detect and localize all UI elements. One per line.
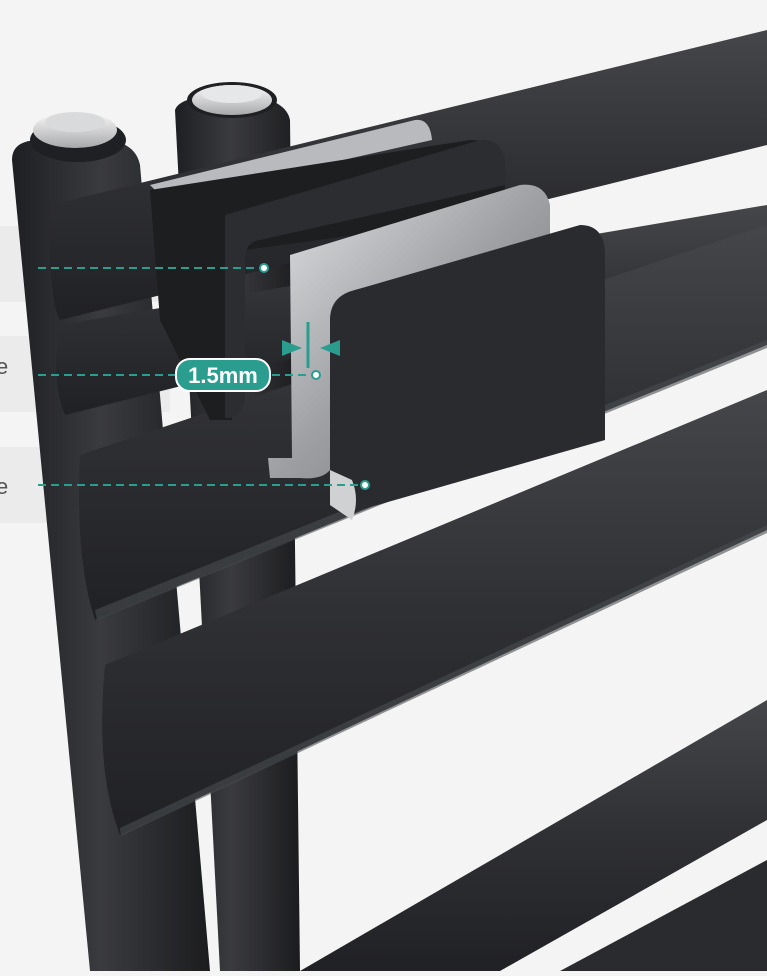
thickness-arrows	[282, 322, 340, 368]
cropped-label-3: e	[0, 474, 8, 499]
thickness-badge: 1.5mm	[175, 358, 271, 392]
cropped-label-2: e	[0, 354, 8, 379]
callout-leaders	[38, 263, 370, 490]
valve-caps	[30, 82, 277, 162]
thickness-label: 1.5mm	[188, 363, 258, 388]
towel-hook	[150, 119, 605, 520]
